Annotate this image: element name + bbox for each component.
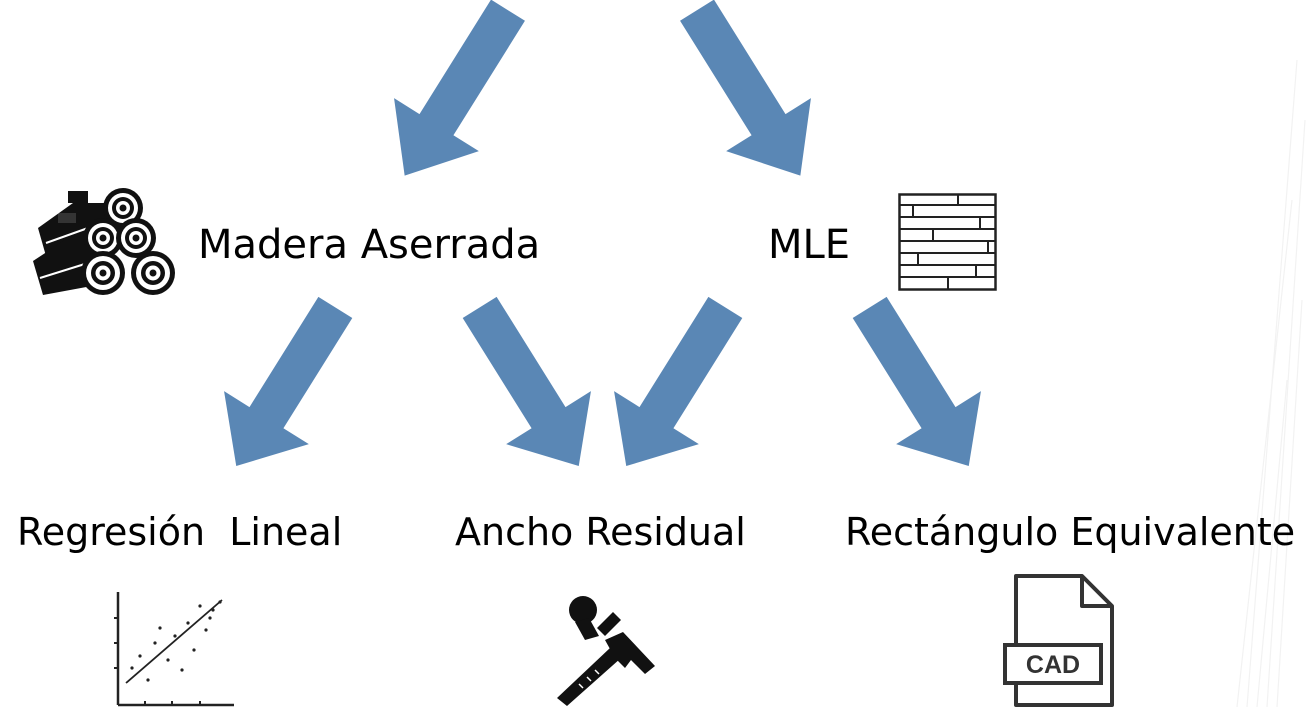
- arrow-to-madera: [394, 0, 525, 176]
- arrow-shape: [394, 0, 525, 176]
- caliper-icon: [557, 596, 655, 706]
- arrow-shape: [852, 296, 981, 467]
- arrow-mle-to-ancho: [614, 296, 743, 467]
- node-label-mle: MLE: [768, 222, 851, 268]
- node-label-madera: Madera Aserrada: [198, 222, 541, 268]
- cad-text: CAD: [1026, 651, 1080, 679]
- scatter-plot-icon: [114, 592, 234, 707]
- arrow-madera-to-regresion: [224, 296, 353, 467]
- node-label-regresion: Regresión Lineal: [17, 510, 343, 554]
- node-label-rectangulo: Rectángulo Equivalente: [845, 510, 1296, 554]
- arrow-mle-to-rectangulo: [852, 296, 981, 467]
- layered-boards-icon: [898, 193, 997, 291]
- arrow-madera-to-ancho: [462, 296, 591, 467]
- arrow-shape: [462, 296, 591, 467]
- arrow-shape: [614, 296, 743, 467]
- arrow-to-mle: [680, 0, 811, 176]
- cad-file-icon: CAD: [1003, 574, 1114, 707]
- logs-icon: [33, 188, 175, 295]
- arrow-shape: [680, 0, 811, 176]
- background-decoration: [1236, 59, 1306, 707]
- node-label-ancho: Ancho Residual: [455, 510, 746, 554]
- arrow-shape: [224, 296, 353, 467]
